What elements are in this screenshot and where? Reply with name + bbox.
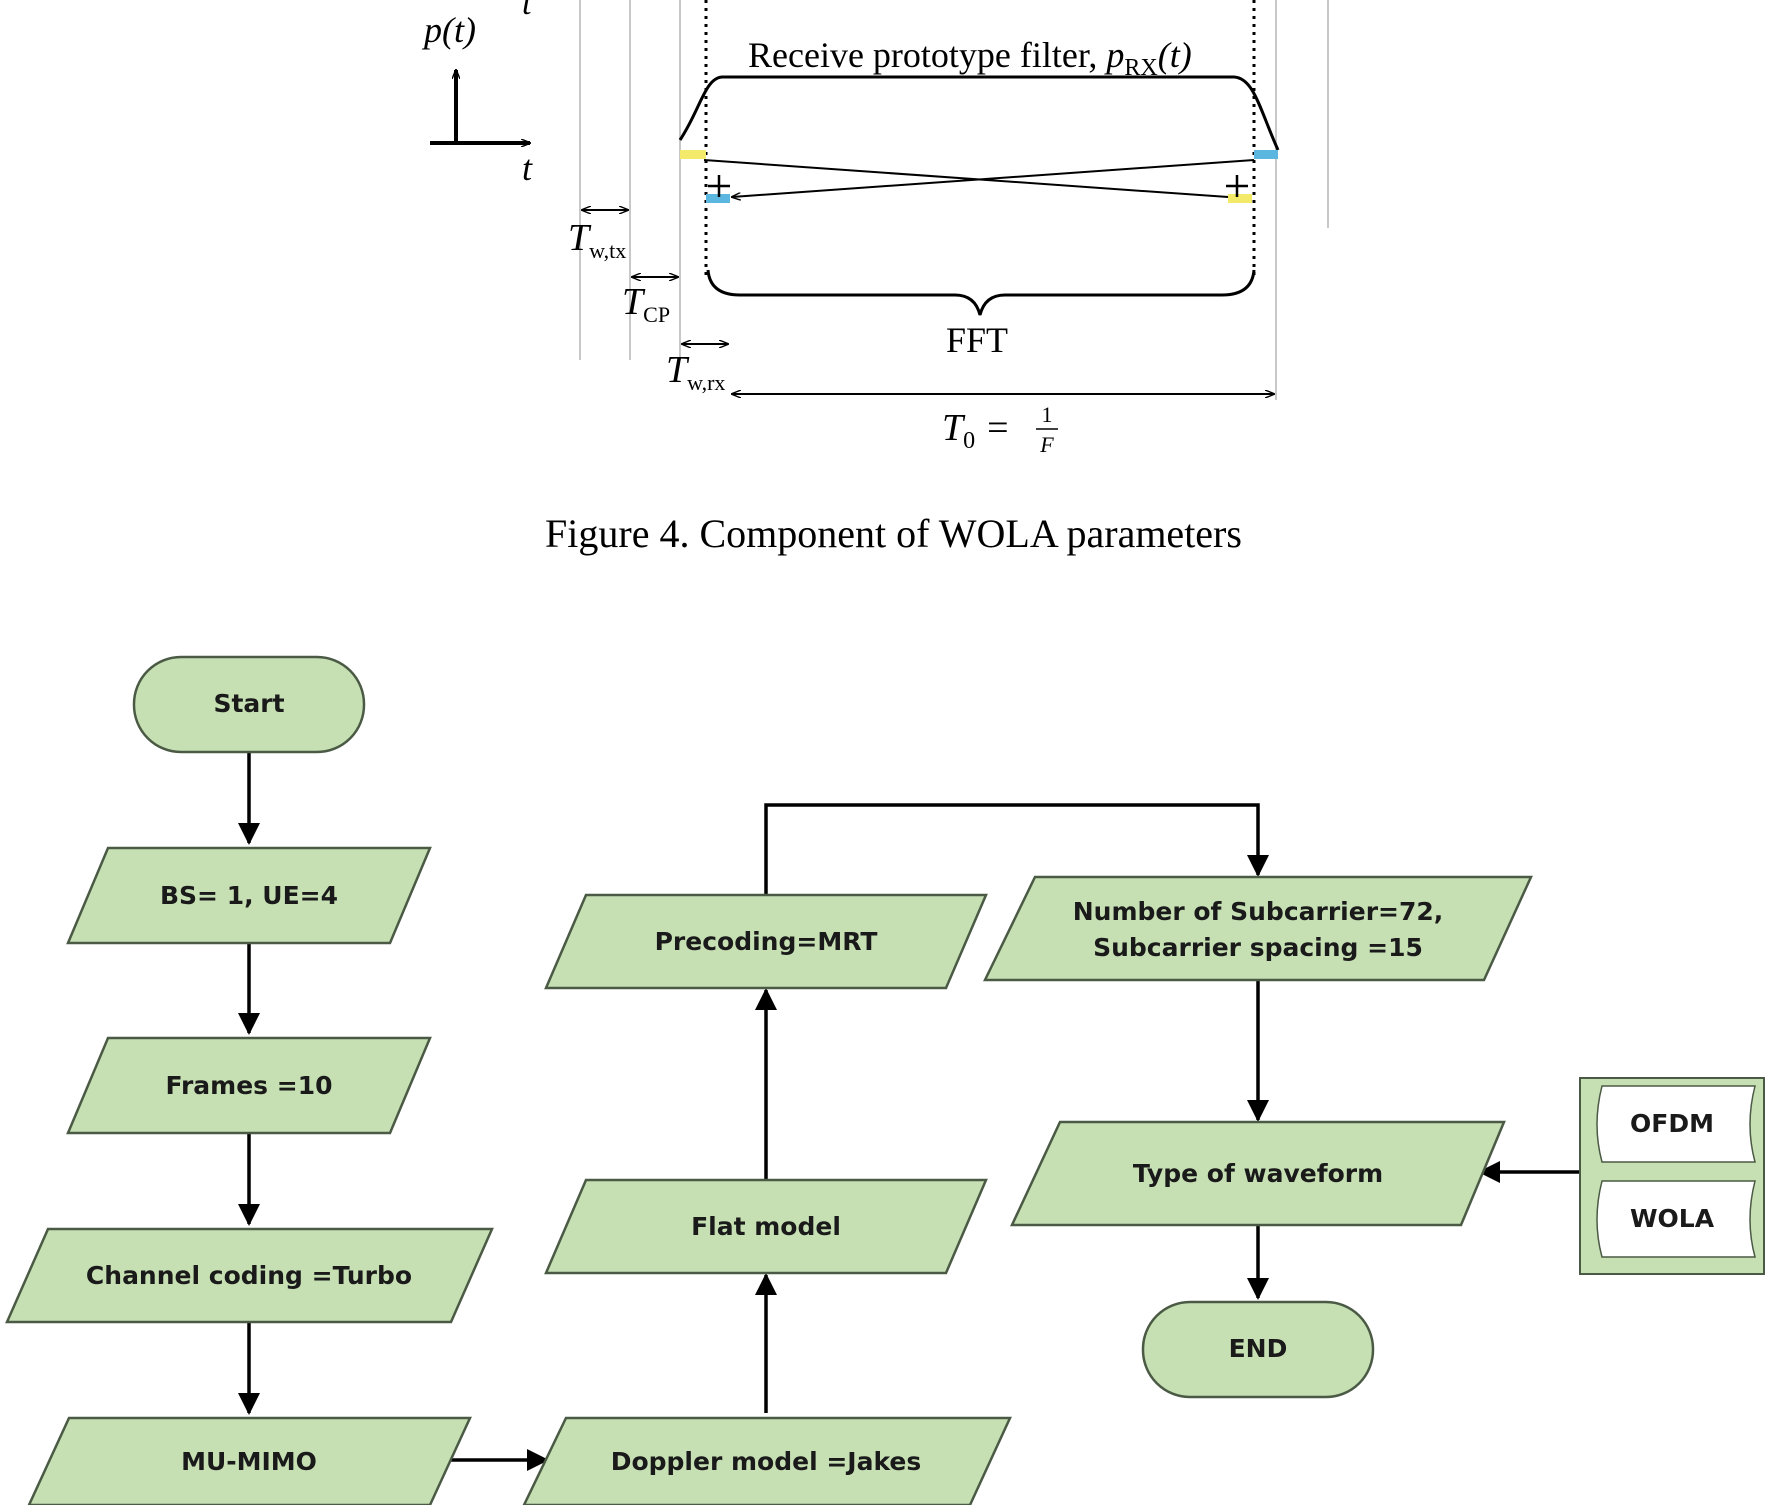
end-label: END (1229, 1334, 1288, 1363)
cross-line-a (703, 159, 1229, 198)
blue-marker-left (706, 194, 730, 203)
p-axis-label: p(t) (421, 10, 476, 50)
svg-text:F: F (1039, 432, 1054, 457)
top-t-label: t (522, 0, 533, 22)
precoding-label: Precoding=MRT (655, 927, 878, 956)
wola-diagram: p(t) t t Receive prototype filter, pRX(t… (421, 0, 1329, 457)
frames-node: Frames =10 (66, 1036, 432, 1135)
axes-icon (430, 70, 530, 145)
filter-label: Receive prototype filter, pRX(t) (748, 35, 1192, 81)
t-axis-label: t (522, 148, 533, 188)
yellow-marker-right (1228, 194, 1252, 203)
bs-ue-label: BS= 1, UE=4 (160, 881, 338, 910)
mu-mimo-node: MU-MIMO (27, 1416, 472, 1505)
guide-lines (579, 0, 1329, 400)
flowchart: Start BS= 1, UE=4 Frames =10 Channel cod… (5, 655, 1765, 1505)
subcarrier-label-line2: Subcarrier spacing =15 (1093, 933, 1423, 962)
svg-text:T0=: T0= (942, 407, 1009, 454)
fft-brace (706, 269, 1256, 316)
t0-label: T0= 1 F (942, 402, 1058, 457)
start-label: Start (213, 689, 284, 718)
option-ofdm-label: OFDM (1630, 1109, 1714, 1138)
doppler-node: Doppler model =Jakes (522, 1416, 1012, 1505)
subcarrier-label-line1: Number of Subcarrier=72, (1073, 897, 1444, 926)
waveform-type-label: Type of waveform (1133, 1159, 1383, 1188)
yellow-marker-left (680, 150, 706, 159)
mu-mimo-label: MU-MIMO (181, 1447, 317, 1476)
subcarrier-node: Number of Subcarrier=72, Subcarrier spac… (983, 875, 1533, 982)
waveform-type-node: Type of waveform (1010, 1120, 1506, 1227)
cross-line-b (732, 159, 1255, 197)
flat-model-node: Flat model (544, 1178, 988, 1275)
precoding-node: Precoding=MRT (544, 893, 988, 990)
svg-text:1: 1 (1042, 402, 1053, 427)
channel-coding-label: Channel coding =Turbo (86, 1261, 412, 1290)
figure-caption: Figure 4. Component of WOLA parameters (545, 511, 1242, 556)
prototype-filter-curve (678, 75, 1280, 151)
option-wola-label: WOLA (1630, 1204, 1715, 1233)
tw-tx-label: Tw,tx (568, 217, 626, 263)
tcp-label: TCP (622, 281, 670, 327)
doppler-label: Doppler model =Jakes (611, 1447, 922, 1476)
flat-model-label: Flat model (691, 1212, 841, 1241)
bs-ue-node: BS= 1, UE=4 (66, 846, 432, 945)
dotted-boundaries (704, 0, 1256, 280)
plus-icon-right (1226, 175, 1248, 197)
arrow-precoding-to-subcarrier (764, 803, 1269, 895)
channel-coding-node: Channel coding =Turbo (5, 1227, 494, 1324)
waveform-options-panel: OFDM WOLA (1579, 1077, 1765, 1275)
option-ofdm: OFDM (1596, 1085, 1756, 1163)
blue-marker-right (1254, 150, 1278, 159)
tw-rx-label: Tw,rx (666, 349, 725, 395)
plus-icon-left (708, 175, 730, 197)
option-wola: WOLA (1596, 1180, 1756, 1258)
fft-label: FFT (946, 320, 1008, 360)
start-terminator: Start (132, 655, 366, 754)
frames-label: Frames =10 (165, 1071, 332, 1100)
flow-connectors (238, 752, 1580, 1471)
end-terminator: END (1141, 1300, 1375, 1399)
